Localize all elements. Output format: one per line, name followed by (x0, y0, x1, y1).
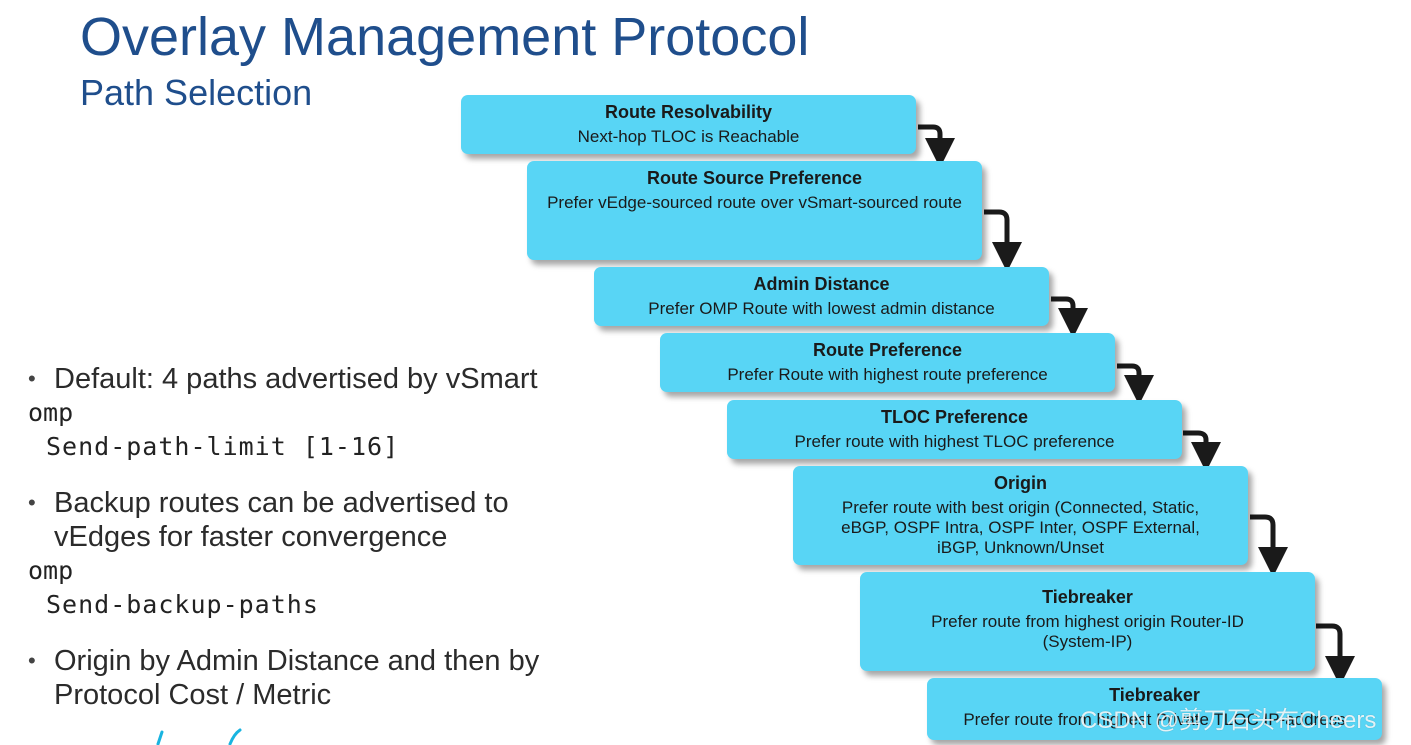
step-route-preference: Route Preference Prefer Route with highe… (660, 333, 1115, 392)
code-omp-2: omp (28, 556, 74, 585)
bullet-backup-routes: Backup routes can be advertised tovEdges… (28, 486, 588, 554)
csdn-watermark: CSDN @剪刀石头布Cheers (1080, 707, 1377, 734)
bullet-origin: Origin by Admin Distance and then byProt… (28, 644, 588, 712)
step-tloc-preference: TLOC Preference Prefer route with highes… (727, 400, 1182, 459)
connector-arrow-5 (1183, 430, 1221, 472)
step-origin: Origin Prefer route with best origin (Co… (793, 466, 1248, 565)
step-tiebreaker-router-id: Tiebreaker Prefer route from highest ori… (860, 572, 1315, 671)
step-route-resolvability: Route Resolvability Next-hop TLOC is Rea… (461, 95, 916, 154)
connector-arrow-7 (1316, 623, 1355, 686)
slide-title: Overlay Management Protocol (80, 7, 810, 67)
step-route-source-preference: Route Source Preference Prefer vEdge-sou… (527, 161, 982, 260)
step-tiebreaker-private-tloc: Tiebreaker Prefer route from highest Pri… (927, 678, 1382, 740)
connector-arrow-1 (918, 124, 955, 168)
code-send-backup-paths: Send-backup-paths (46, 590, 319, 619)
connector-arrow-3 (1051, 296, 1088, 338)
step-admin-distance: Admin Distance Prefer OMP Route with low… (594, 267, 1049, 326)
bullet-default-paths: Default: 4 paths advertised by vSmart (28, 362, 588, 396)
logo-fragment (156, 728, 242, 745)
code-send-path-limit: Send-path-limit [1-16] (46, 432, 400, 461)
connector-arrow-2 (984, 209, 1022, 272)
code-omp-1: omp (28, 398, 74, 427)
notes-panel: Default: 4 paths advertised by vSmart om… (28, 362, 588, 712)
connector-arrow-6 (1250, 514, 1288, 577)
slide-subtitle: Path Selection (80, 72, 313, 113)
connector-arrow-4 (1117, 363, 1154, 405)
